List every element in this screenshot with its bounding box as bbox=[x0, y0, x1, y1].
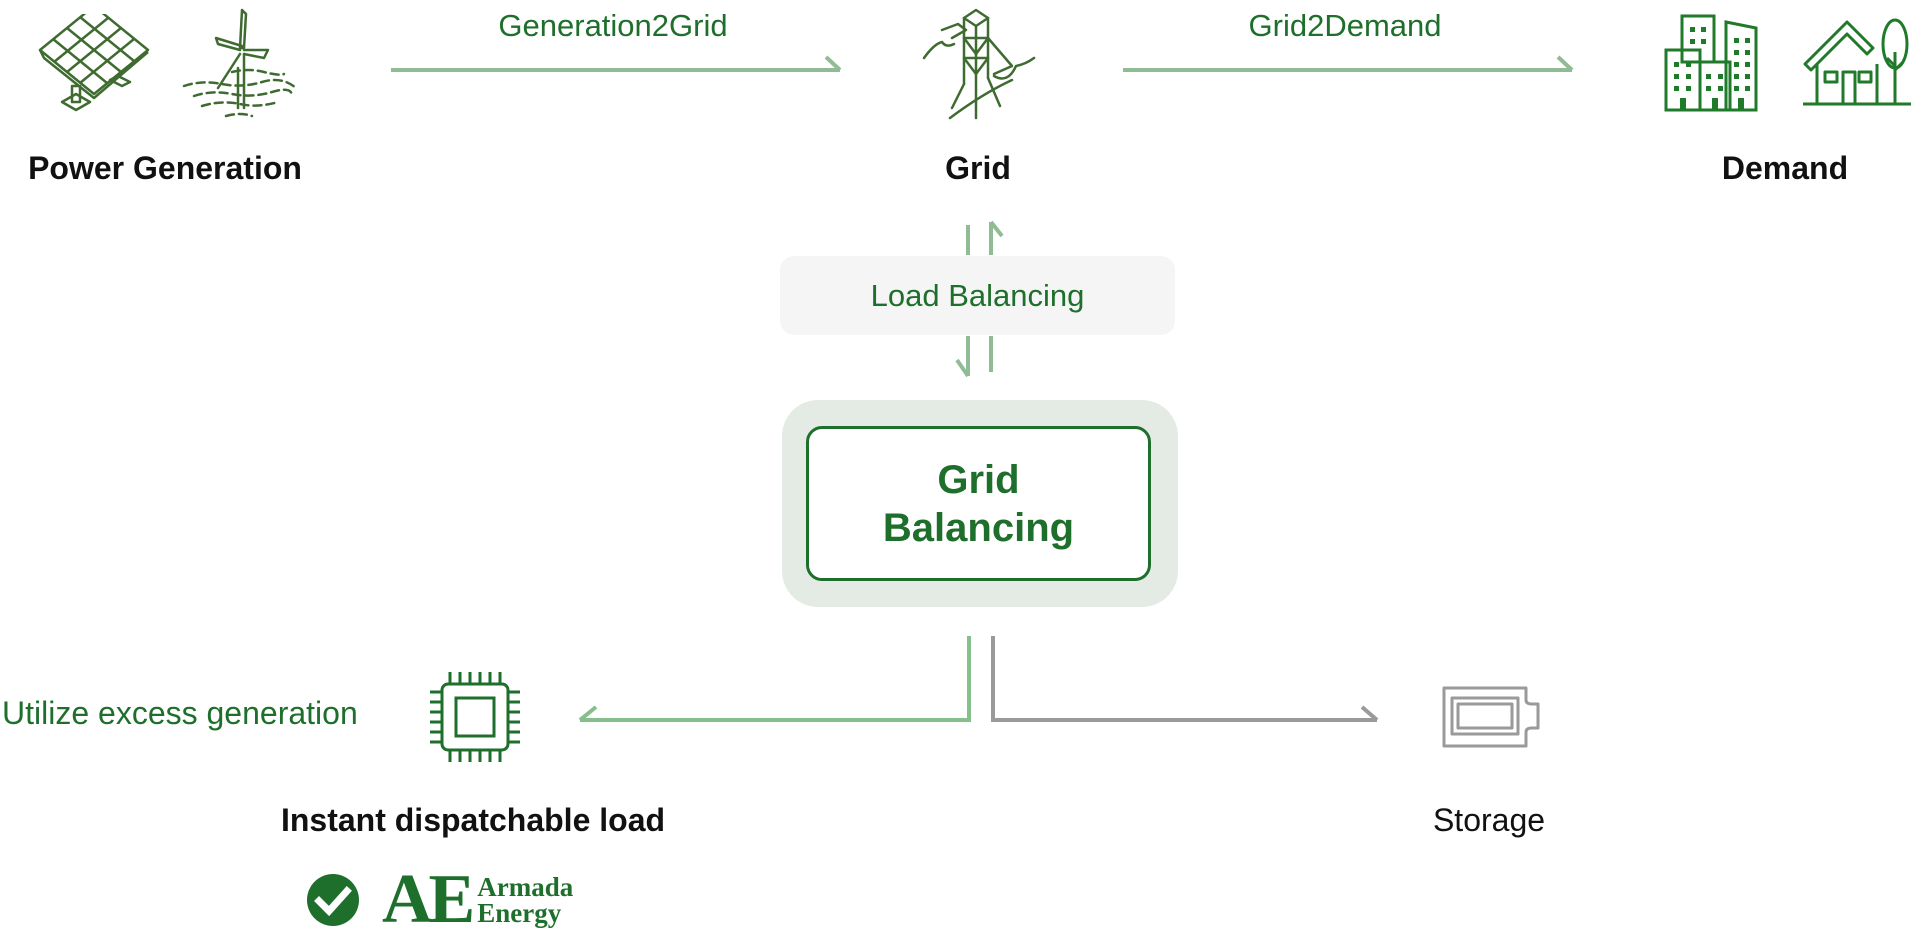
logo-name: Armada Energy bbox=[477, 872, 574, 928]
offshore-wind-turbine-icon bbox=[182, 8, 297, 118]
armada-energy-logo: AE Armada Energy bbox=[306, 861, 574, 938]
generation-to-grid-arrow bbox=[391, 55, 842, 72]
load-balancing-down-arrow bbox=[955, 225, 970, 378]
dispatchable-load-label: Instant dispatchable load bbox=[280, 802, 666, 838]
grid-balancing-line2: Balancing bbox=[882, 505, 1075, 550]
grid-label: Grid bbox=[945, 150, 1011, 186]
battery-icon bbox=[1442, 686, 1540, 748]
city-buildings-icon bbox=[1664, 14, 1758, 112]
generation-to-grid-label: Generation2Grid bbox=[498, 8, 728, 43]
transmission-tower-icon bbox=[922, 8, 1036, 120]
grid-to-demand-label: Grid2Demand bbox=[1248, 8, 1442, 43]
logo-name-line1: Armada bbox=[477, 872, 574, 902]
load-balancing-label: Load Balancing bbox=[870, 277, 1085, 313]
load-balancing-up-arrow bbox=[989, 220, 1004, 372]
grid-balancing-box: Grid Balancing bbox=[806, 426, 1151, 581]
chip-icon bbox=[430, 672, 520, 762]
solar-panel-icon bbox=[38, 14, 150, 112]
to-dispatchable-load-arrow bbox=[578, 636, 971, 722]
storage-label: Storage bbox=[1432, 802, 1546, 838]
demand-label: Demand bbox=[1721, 150, 1849, 186]
grid-to-demand-arrow bbox=[1123, 55, 1574, 72]
logo-name-line2: Energy bbox=[477, 898, 562, 928]
grid-balancing-line1: Grid bbox=[937, 457, 1020, 502]
load-balancing-box: Load Balancing bbox=[780, 256, 1175, 335]
power-generation-label: Power Generation bbox=[28, 150, 302, 186]
house-tree-icon bbox=[1803, 18, 1911, 106]
utilize-excess-label: Utilize excess generation bbox=[2, 695, 358, 731]
to-storage-arrow bbox=[991, 636, 1379, 722]
logo-mark: AE bbox=[382, 861, 475, 938]
check-circle-icon bbox=[307, 874, 359, 926]
